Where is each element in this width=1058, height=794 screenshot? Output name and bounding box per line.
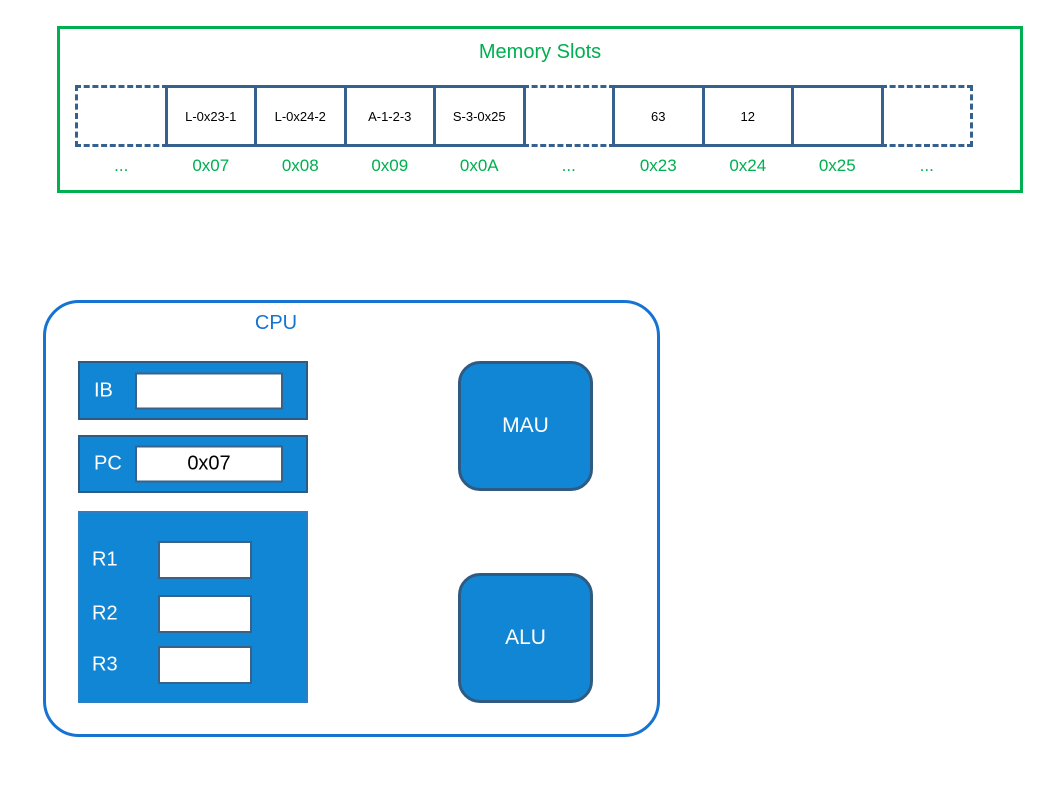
memory-cell-value: 63	[651, 108, 666, 124]
memory-cell: 12	[701, 85, 794, 147]
memory-address-label: 0x25	[818, 156, 856, 175]
memory-address-label: 0x09	[371, 156, 409, 175]
memory-cell: S-3-0x25	[433, 85, 526, 147]
mau-block: MAU	[458, 361, 593, 491]
memory-column: S-3-0x25 0x0A	[433, 85, 526, 176]
cpu-title: CPU	[254, 312, 298, 334]
register-r1-value-box	[158, 541, 252, 579]
memory-address-label: 0x08	[281, 156, 319, 175]
instruction-buffer-label: IB	[94, 379, 113, 401]
memory-address-label: 0x24	[729, 156, 767, 175]
memory-cell-value: S-3-0x25	[452, 108, 506, 124]
memory-cell-value: L-0x23-1	[185, 108, 237, 124]
memory-column: 0x25	[791, 85, 884, 176]
program-counter-value: 0x07	[187, 452, 231, 475]
memory-cell	[522, 85, 615, 147]
alu-block: ALU	[458, 573, 593, 703]
memory-column: L-0x24-2 0x08	[254, 85, 347, 176]
register-row: R2	[80, 595, 306, 633]
alu-label: ALU	[505, 626, 546, 649]
memory-cell	[880, 85, 973, 147]
memory-slots-panel: Memory Slots ... L-0x23-1 0x07 L-0x24-2 …	[57, 26, 1023, 193]
register-row: R3	[80, 646, 306, 684]
memory-cell	[75, 85, 168, 147]
memory-address-label: ...	[919, 156, 934, 175]
memory-column: ...	[75, 85, 168, 176]
memory-address-label: 0x23	[639, 156, 677, 175]
memory-cell-value: A-1-2-3	[368, 108, 412, 124]
mau-label: MAU	[502, 414, 549, 437]
instruction-buffer-block: IB	[78, 361, 308, 420]
memory-column: A-1-2-3 0x09	[343, 85, 436, 176]
program-counter-value-box: 0x07	[135, 445, 283, 483]
register-r2-value-box	[158, 595, 252, 633]
memory-column: 63 0x23	[612, 85, 705, 176]
memory-cell: L-0x23-1	[164, 85, 257, 147]
memory-cell	[791, 85, 884, 147]
memory-address-label: 0x07	[192, 156, 230, 175]
memory-slots-title: Memory Slots	[478, 41, 602, 63]
register-r3-value-box	[158, 646, 252, 684]
register-r2-label: R2	[92, 602, 118, 625]
program-counter-block: PC 0x07	[78, 435, 308, 493]
memory-column: ...	[522, 85, 615, 176]
cpu-panel: CPU IB PC 0x07 R1 R2	[43, 300, 660, 737]
memory-cell: A-1-2-3	[343, 85, 436, 147]
memory-column: L-0x23-1 0x07	[164, 85, 257, 176]
instruction-buffer-value-box	[135, 372, 283, 409]
registers-block: R1 R2 R3	[78, 511, 308, 703]
memory-address-label: ...	[114, 156, 129, 175]
program-counter-label: PC	[94, 452, 122, 475]
memory-address-label: ...	[561, 156, 576, 175]
memory-cell: L-0x24-2	[254, 85, 347, 147]
memory-column: 12 0x24	[701, 85, 794, 176]
memory-address-label: 0x0A	[459, 156, 499, 175]
register-row: R1	[80, 541, 306, 579]
memory-cell-value: 12	[740, 108, 755, 124]
memory-cells-row: ... L-0x23-1 0x07 L-0x24-2 0x08 A-1-2-3 …	[75, 85, 973, 176]
memory-cell-value: L-0x24-2	[274, 108, 326, 124]
memory-column: ...	[880, 85, 973, 176]
memory-cell: 63	[612, 85, 705, 147]
register-r1-label: R1	[92, 548, 118, 571]
register-r3-label: R3	[92, 653, 118, 676]
